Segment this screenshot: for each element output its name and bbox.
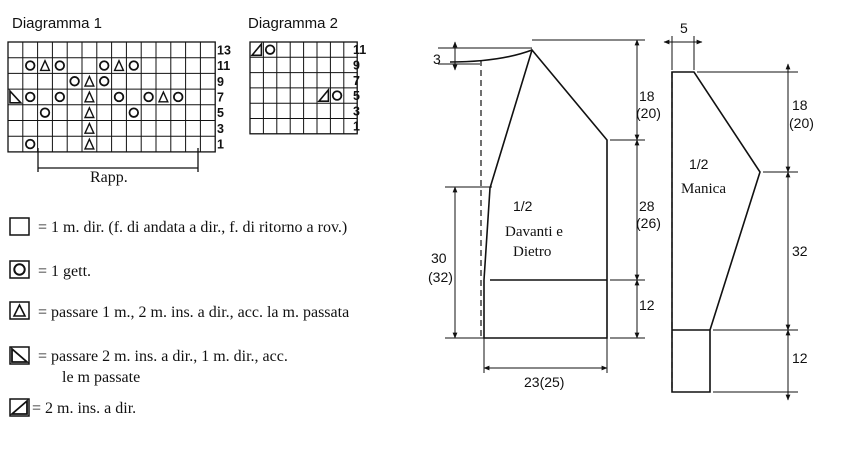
sleeve-half-label: 1/2	[689, 156, 709, 172]
row-number: 1	[217, 138, 224, 152]
yarn-over-symbol	[143, 91, 154, 103]
diagram2-row-numbers: 119 753 1	[353, 43, 366, 133]
body-dim-width: 23(25)	[524, 374, 564, 390]
knit-two-together-symbol	[250, 41, 263, 57]
yarn-over-symbol	[54, 91, 66, 103]
body-dim-top: 18	[639, 88, 655, 104]
row-number: 11	[217, 59, 230, 73]
yarn-over-symbol	[25, 138, 36, 150]
yarn-over-symbol	[128, 60, 140, 71]
body-extension-lines	[438, 39, 645, 373]
yarn-over-symbol	[172, 91, 184, 103]
right-triangle-symbol	[11, 347, 30, 363]
legend-right-triangle-text: = passare 2 m. ins. a dir., 1 m. dir., a…	[38, 348, 288, 365]
yarn-over-symbol	[25, 60, 36, 71]
legend-circle-row: = 1 gett.	[9, 260, 91, 280]
body-dim-middle: 28	[639, 198, 655, 214]
row-number: 7	[217, 90, 224, 104]
diagram2-title: Diagramma 2	[248, 15, 338, 32]
row-number: 5	[217, 106, 224, 120]
repeat-bracket	[37, 148, 199, 172]
body-outline	[449, 48, 608, 339]
slip-knit-pass-symbol	[83, 90, 95, 103]
row-number: 9	[353, 58, 360, 72]
square-symbol	[9, 217, 30, 236]
body-dim-side-alt: (32)	[428, 269, 453, 285]
row-number: 13	[217, 43, 231, 57]
row-number: 11	[353, 43, 366, 57]
row-number: 5	[353, 89, 360, 103]
slip-knit-pass-symbol	[83, 106, 95, 119]
slip-knit-pass-symbol	[83, 137, 95, 150]
row-number: 9	[217, 75, 224, 89]
triangle-symbol	[12, 303, 27, 317]
row-number: 1	[353, 120, 360, 134]
double-decrease-symbol	[9, 89, 23, 104]
slip-knit-pass-symbol	[39, 59, 51, 72]
body-half-label: 1/2	[513, 198, 533, 214]
diagonal-triangle-symbol	[9, 399, 28, 415]
sleeve-piece-label: Manica	[681, 181, 726, 197]
row-number: 3	[353, 104, 360, 118]
body-piece-label-2: Dietro	[513, 244, 551, 260]
sleeve-dim-top-width: 5	[680, 20, 688, 36]
body-piece-label-1: Davanti e	[505, 224, 563, 240]
sleeve-dim-middle: 32	[792, 243, 808, 259]
slip-knit-pass-symbol	[157, 90, 169, 103]
body-dim-shoulder-drop: 3	[433, 51, 441, 67]
legend-circle-text: = 1 gett.	[38, 263, 91, 280]
legend-right-triangle-row: = passare 2 m. ins. a dir., 1 m. dir., a…	[9, 346, 288, 386]
sleeve-dim-bottom: 12	[792, 350, 808, 366]
legend-triangle-row: = passare 1 m., 2 m. ins. a dir., acc. l…	[9, 301, 349, 321]
legend: = 1 m. dir. (f. di andata a dir., f. di …	[9, 217, 349, 417]
yarn-over-symbol	[98, 60, 110, 71]
legend-triangle-text: = passare 1 m., 2 m. ins. a dir., acc. l…	[38, 304, 349, 321]
row-number: 7	[353, 74, 360, 88]
legend-square-row: = 1 m. dir. (f. di andata a dir., f. di …	[9, 217, 347, 236]
yarn-over-symbol	[264, 44, 276, 55]
diagram1-title: Diagramma 1	[12, 15, 102, 32]
sleeve-dim-top: 18	[792, 97, 808, 113]
slip-knit-pass-symbol	[83, 74, 95, 87]
yarn-over-symbol	[98, 76, 110, 87]
repeat-label: Rapp.	[90, 169, 128, 186]
circle-symbol	[13, 263, 26, 276]
sleeve-schematic: 5 18 (20) 32 12 1/2 Manica	[663, 20, 814, 401]
diagram1-row-numbers: 13 11 97 5 3 1	[217, 43, 231, 151]
body-dim-top-alt: (20)	[636, 105, 661, 121]
knit-two-together-symbol	[317, 87, 330, 102]
legend-diagonal-triangle-text: = 2 m. ins. a dir.	[32, 400, 136, 417]
yarn-over-symbol	[331, 90, 343, 101]
diagram1-chart-grid	[7, 41, 216, 153]
yarn-over-symbol	[25, 91, 36, 103]
sleeve-dimension-lines	[663, 39, 791, 401]
body-dimension-lines	[452, 39, 640, 371]
sleeve-dim-top-alt: (20)	[789, 115, 814, 131]
legend-right-triangle-text-2: le m passate	[62, 369, 140, 386]
yarn-over-symbol	[39, 107, 51, 118]
legend-diagonal-triangle-row: = 2 m. ins. a dir.	[9, 398, 136, 417]
row-number: 3	[217, 122, 224, 136]
legend-square-text: = 1 m. dir. (f. di andata a dir., f. di …	[38, 219, 347, 236]
yarn-over-symbol	[54, 60, 66, 71]
body-schematic: 3 18 (20) 28 (26) 12 30 (32) 23(25) 1/2 …	[428, 39, 661, 390]
body-dim-side: 30	[431, 250, 447, 266]
slip-knit-pass-symbol	[83, 121, 95, 134]
body-dim-bottom: 12	[639, 297, 655, 313]
slip-knit-pass-symbol	[113, 59, 125, 72]
sleeve-extension-lines	[671, 36, 798, 393]
yarn-over-symbol	[69, 76, 80, 87]
body-dim-middle-alt: (26)	[636, 215, 661, 231]
sleeve-outline	[671, 71, 761, 393]
yarn-over-symbol	[113, 91, 125, 103]
yarn-over-symbol	[128, 107, 140, 118]
diagram2-chart-grid	[249, 41, 358, 135]
